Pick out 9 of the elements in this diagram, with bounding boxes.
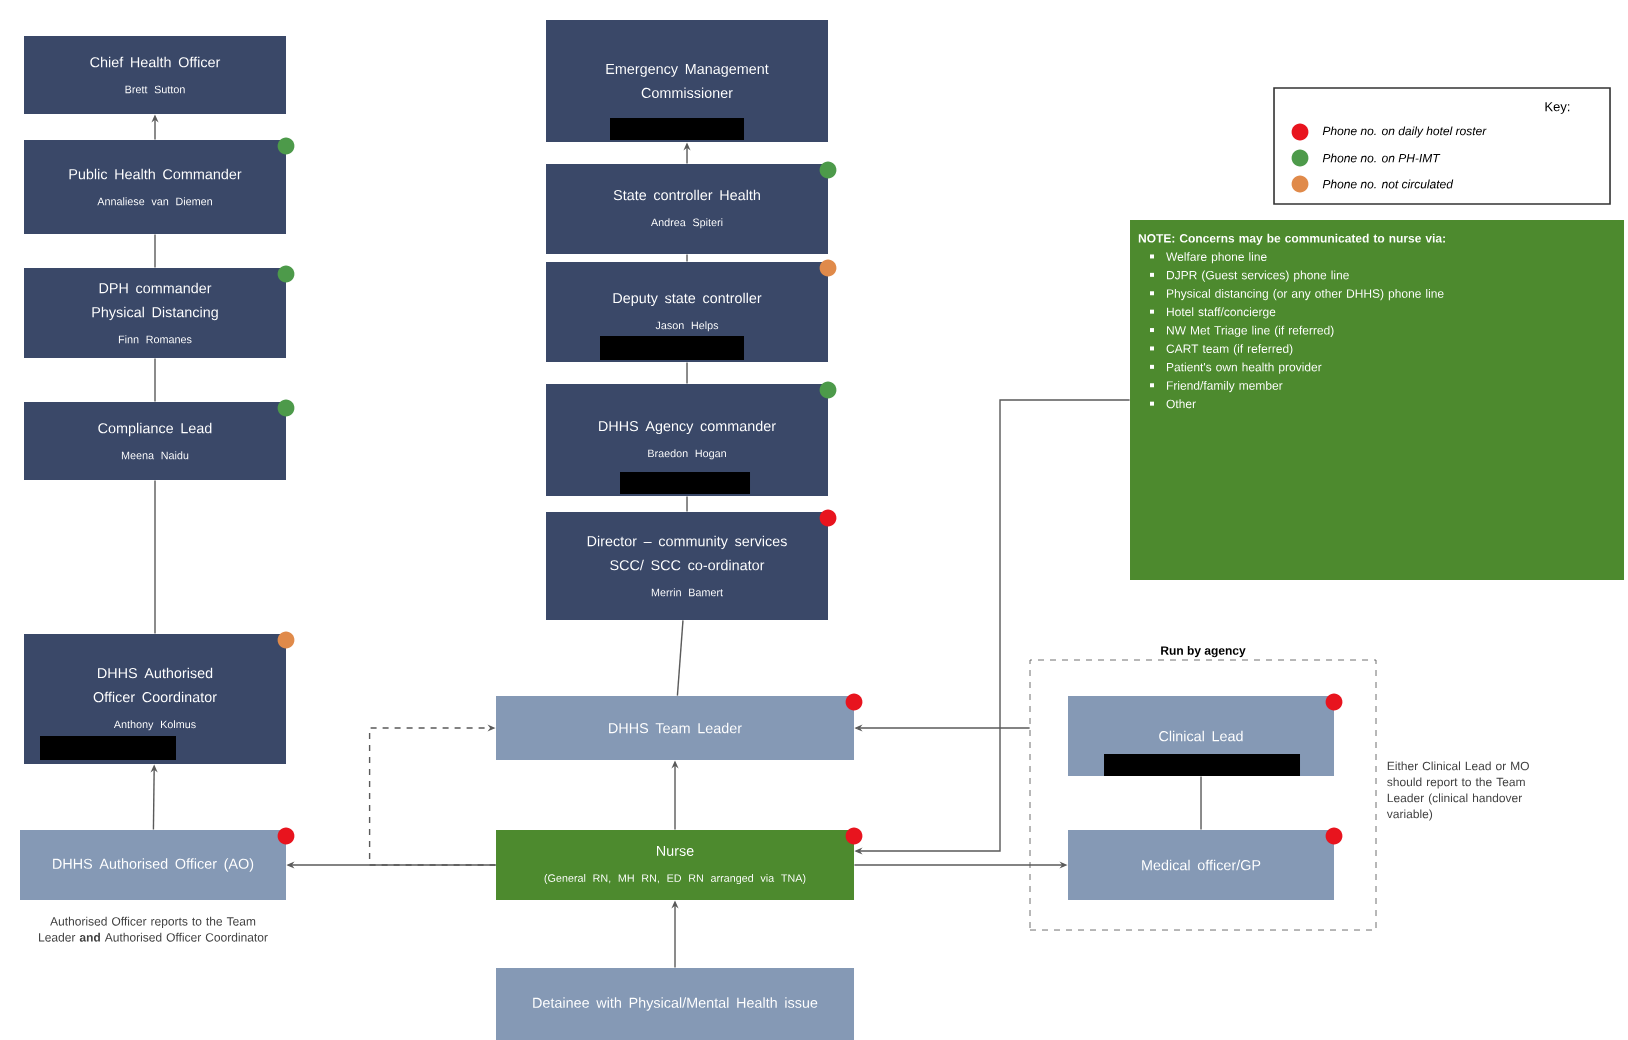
connector xyxy=(1200,775,1202,831)
connector xyxy=(154,479,156,635)
connector xyxy=(686,361,688,385)
connector xyxy=(676,619,684,697)
connector xyxy=(154,357,156,403)
connector xyxy=(368,724,497,866)
connector xyxy=(154,233,156,269)
connector xyxy=(686,253,688,263)
connector xyxy=(686,495,688,513)
